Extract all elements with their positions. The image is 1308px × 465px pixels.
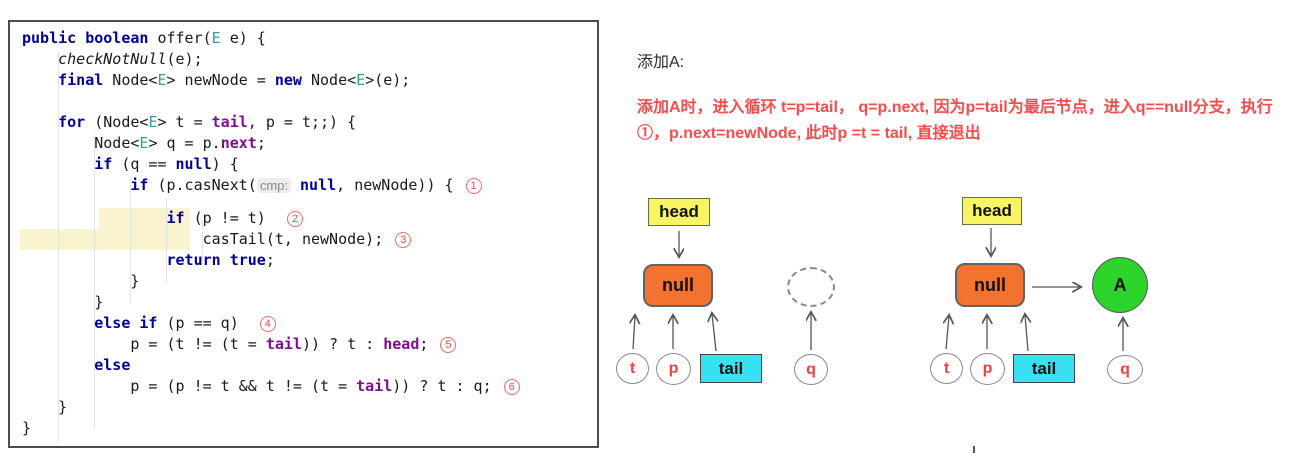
code-line: checkNotNull(e); bbox=[58, 50, 203, 68]
pointer-t-1: t bbox=[616, 353, 649, 384]
indent-guide bbox=[202, 219, 203, 261]
code-line: casTail(t, newNode); 3 bbox=[22, 229, 520, 250]
code-panel: public boolean offer(E e) { checkNotNull… bbox=[8, 20, 599, 448]
code-line: p = (t != (t = tail)) ? t : head; 5 bbox=[22, 334, 520, 355]
code-line: if (q == null) { bbox=[94, 155, 239, 173]
tail-box-2: tail bbox=[1013, 354, 1075, 383]
dashed-empty-node bbox=[787, 267, 835, 307]
head-box-2: head bbox=[962, 197, 1022, 225]
pointer-p-1: p bbox=[656, 353, 691, 385]
code-line: public boolean offer(E e) { bbox=[22, 29, 266, 47]
tail-box-1: tail bbox=[700, 354, 762, 383]
node-A: A bbox=[1092, 257, 1148, 313]
arrow-tail-up-1 bbox=[712, 314, 716, 352]
code-line: for (Node<E> t = tail, p = t;;) { bbox=[58, 113, 357, 131]
pointer-q-2: q bbox=[1107, 355, 1143, 384]
indent-guide bbox=[130, 177, 131, 303]
arrow-t-up-2 bbox=[946, 316, 949, 350]
annotation-description: 添加A时，进入循环 t=p=tail， q=p.next, 因为p=tail为最… bbox=[637, 99, 1273, 142]
code-line bbox=[22, 91, 520, 112]
arrow-tail-up-2 bbox=[1025, 315, 1028, 352]
indent-guide bbox=[166, 198, 167, 282]
code-line: return true; bbox=[166, 251, 275, 269]
code-line: } bbox=[22, 419, 32, 437]
code-line: else if (p == q) 4 bbox=[22, 313, 520, 334]
code-highlight-band bbox=[99, 208, 190, 229]
code-line: final Node<E> newNode = new Node<E>(e); bbox=[58, 71, 411, 89]
stray-mark bbox=[973, 446, 975, 453]
arrow-t-up-1 bbox=[633, 316, 635, 350]
code-line: Node<E> q = p.next; bbox=[22, 134, 266, 152]
indent-guide bbox=[58, 52, 59, 442]
code-line: } bbox=[22, 272, 140, 290]
pointer-q-1: q bbox=[794, 354, 828, 385]
code-highlight-band bbox=[20, 229, 190, 250]
code-line: p = (p != t && t != (t = tail)) ? t : q;… bbox=[22, 376, 520, 397]
code-line: if (p != t) 2 bbox=[22, 208, 520, 229]
pointer-p-2: p bbox=[970, 353, 1005, 385]
code-line: } bbox=[22, 293, 104, 311]
code-line: if (p.casNext(cmp: null, newNode)) { 1 bbox=[22, 175, 520, 196]
annotation-title: 添加A: bbox=[637, 54, 685, 71]
code-line: else bbox=[94, 356, 131, 374]
head-box-1: head bbox=[648, 198, 710, 226]
pointer-t-2: t bbox=[930, 353, 963, 384]
null-node-1: null bbox=[643, 264, 713, 307]
code-block: public boolean offer(E e) { checkNotNull… bbox=[22, 28, 520, 439]
indent-guide bbox=[94, 135, 95, 429]
null-node-2: null bbox=[955, 263, 1025, 307]
code-line: } bbox=[22, 398, 68, 416]
